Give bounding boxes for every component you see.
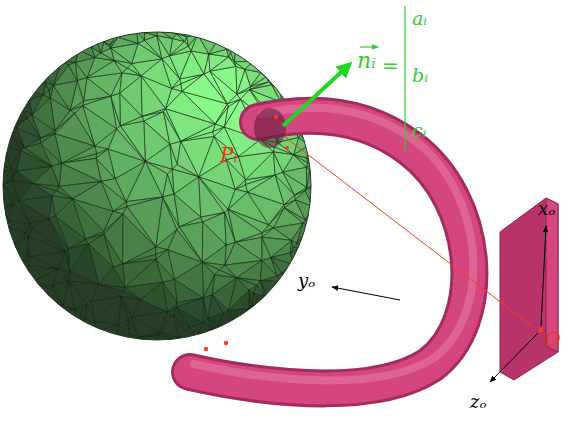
mesh-triangle [46, 61, 62, 85]
gripper-plate [500, 198, 558, 380]
mesh-triangle [120, 121, 145, 161]
mesh-triangle [291, 246, 303, 264]
origin-label: O [545, 329, 561, 350]
vector-name: nᵢ [357, 49, 376, 73]
mesh-triangle [229, 290, 250, 310]
mesh-triangle [53, 81, 77, 111]
equals-sign: = [382, 55, 399, 77]
mesh-triangle [8, 204, 30, 224]
mesh-triangle [95, 322, 119, 332]
mesh-triangle [80, 304, 87, 318]
mesh-triangle [66, 272, 70, 281]
mesh-triangle [69, 62, 78, 80]
mesh-triangle [283, 167, 307, 187]
mesh-triangle [110, 34, 118, 45]
mesh-triangle [284, 195, 295, 205]
mesh-triangle [29, 269, 59, 282]
mesh-triangle [268, 75, 282, 91]
mesh-triangle [5, 126, 12, 145]
gripper-highlight [194, 108, 473, 381]
mesh-triangle [21, 100, 32, 115]
normal-arrow [283, 64, 350, 126]
contact-dot [274, 115, 278, 119]
position-line [285, 137, 533, 327]
mesh-triangle [27, 236, 30, 256]
z-axis [490, 333, 538, 382]
contact-dot [204, 347, 208, 351]
mesh-triangle [282, 265, 293, 282]
mesh-triangle [120, 73, 142, 93]
contact-dot [285, 146, 289, 150]
origin-dot [539, 328, 544, 333]
axis-label: zₒ [470, 392, 486, 412]
mesh-triangle [271, 258, 293, 273]
mesh-triangle [235, 180, 245, 190]
mesh-triangle [137, 30, 145, 40]
mesh-triangle [16, 118, 40, 138]
mesh-triangle [91, 297, 121, 322]
mesh-triangle [30, 219, 49, 229]
mesh-triangle [118, 30, 138, 43]
contact-dot [224, 341, 228, 345]
mesh-triangle [17, 151, 52, 171]
mesh-triangle [157, 36, 173, 56]
mesh-triangle [202, 245, 226, 265]
mesh-triangle [144, 121, 170, 161]
vector-arrow-sign [360, 46, 378, 47]
gripper [190, 108, 558, 389]
mesh-triangle [117, 126, 146, 162]
mesh-triangle [174, 194, 201, 227]
axis-label: xₒ [538, 199, 555, 219]
mesh-triangle [61, 309, 78, 322]
mesh-triangle [123, 259, 156, 287]
vector-component: aᵢ [412, 8, 427, 29]
mesh-triangle [292, 240, 297, 248]
mesh-triangle [12, 171, 33, 183]
mesh-triangle [61, 50, 78, 62]
mesh-triangle [297, 223, 309, 243]
mesh-triangle [253, 297, 269, 311]
mesh-triangle [202, 262, 214, 298]
mesh-triangle [170, 144, 177, 169]
mesh-triangle [157, 29, 177, 39]
mesh-triangle [28, 236, 65, 256]
axis-label: yₒ [298, 271, 315, 291]
vector-component: cᵢ [412, 120, 426, 141]
mesh-triangle [21, 90, 32, 107]
meshed-sphere [0, 29, 314, 343]
mesh-triangle [201, 212, 225, 222]
mesh-triangle [68, 244, 88, 272]
mesh-triangle [181, 124, 216, 141]
mesh-triangle [237, 261, 262, 281]
mesh-triangle [215, 104, 228, 124]
mesh-triangle [295, 188, 307, 196]
mesh-triangle [253, 61, 269, 75]
mesh-triangle [32, 75, 46, 91]
mesh-triangle [198, 34, 217, 54]
point-label: Pᵢ [220, 144, 237, 166]
y-axis [332, 287, 400, 300]
vector-component: bᵢ [412, 65, 428, 86]
sphere-outline [3, 32, 311, 340]
mesh-triangle [246, 152, 276, 180]
vector-bar [404, 6, 405, 152]
mesh-triangle [234, 50, 252, 62]
contact-patch [254, 108, 286, 148]
mesh-triangle [123, 214, 156, 264]
x-axis [541, 226, 546, 326]
mesh-triangle [77, 78, 87, 101]
